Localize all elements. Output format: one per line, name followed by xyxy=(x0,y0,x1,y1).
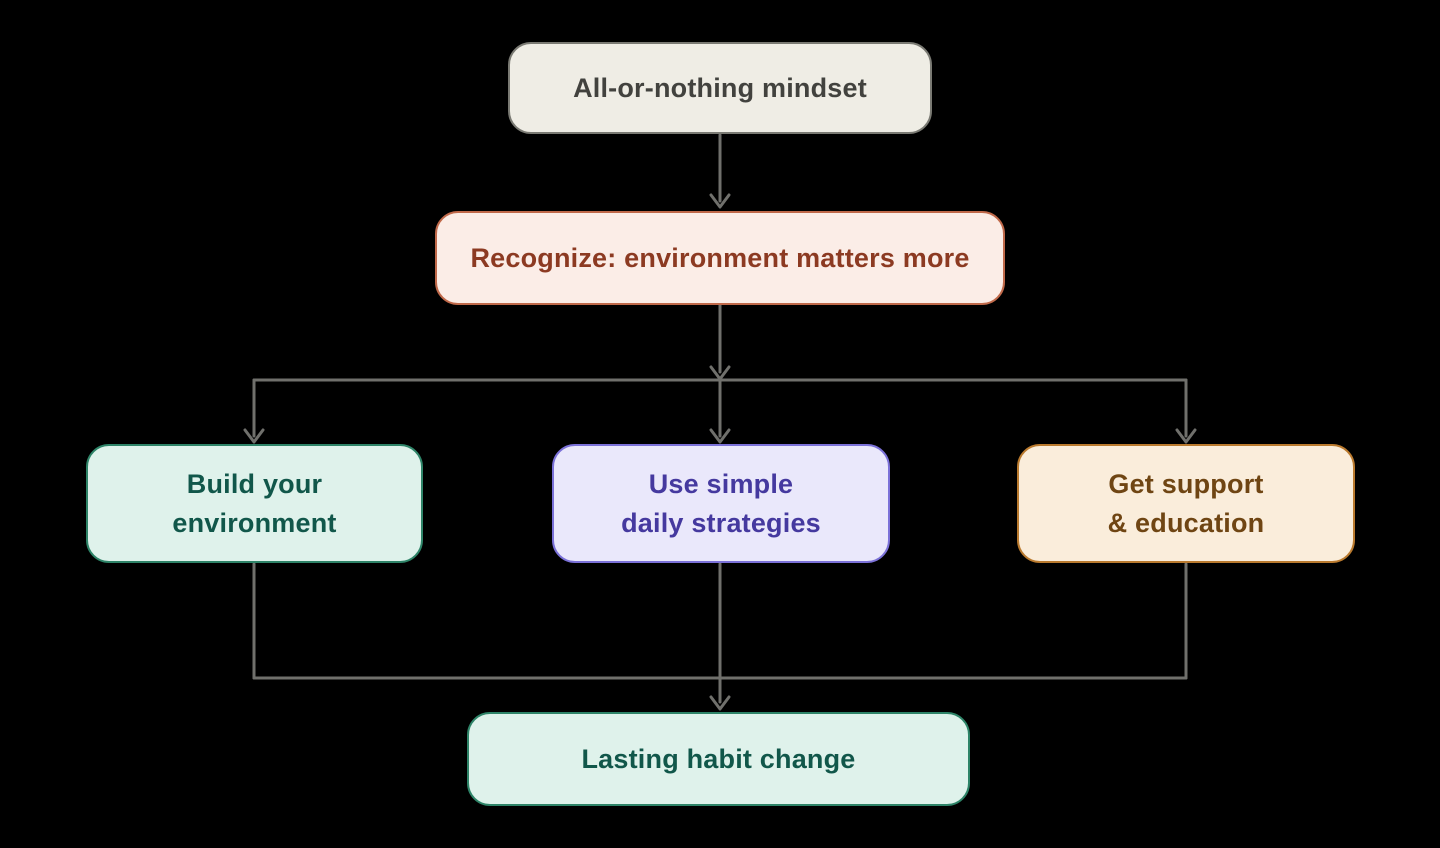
node-label: All-or-nothing mindset xyxy=(573,72,867,103)
node-label: Get support xyxy=(1108,468,1264,499)
node-all-or-nothing-mindset: All-or-nothing mindset xyxy=(508,42,932,134)
node-label: daily strategies xyxy=(621,507,821,538)
arrowhead-support-icon xyxy=(1175,428,1197,444)
arrowhead-recognize-icon xyxy=(709,193,731,209)
node-label: environment xyxy=(172,507,337,538)
node-label: & education xyxy=(1107,507,1265,538)
node-label: Lasting habit change xyxy=(581,743,856,774)
node-lasting-habit-change: Lasting habit change xyxy=(467,712,970,806)
node-get-support-and-education: Get support & education xyxy=(1017,444,1355,563)
arrowhead-strategies-icon xyxy=(709,428,731,444)
arrowhead-build-icon xyxy=(243,428,265,444)
node-use-simple-daily-strategies: Use simple daily strategies xyxy=(552,444,890,563)
node-label: Recognize: environment matters more xyxy=(470,242,970,273)
node-label: Build your xyxy=(186,468,323,499)
node-recognize-environment-matters: Recognize: environment matters more xyxy=(435,211,1005,305)
arrowhead-lasting-icon xyxy=(709,695,731,711)
node-build-your-environment: Build your environment xyxy=(86,444,423,563)
node-label: Use simple xyxy=(648,468,794,499)
